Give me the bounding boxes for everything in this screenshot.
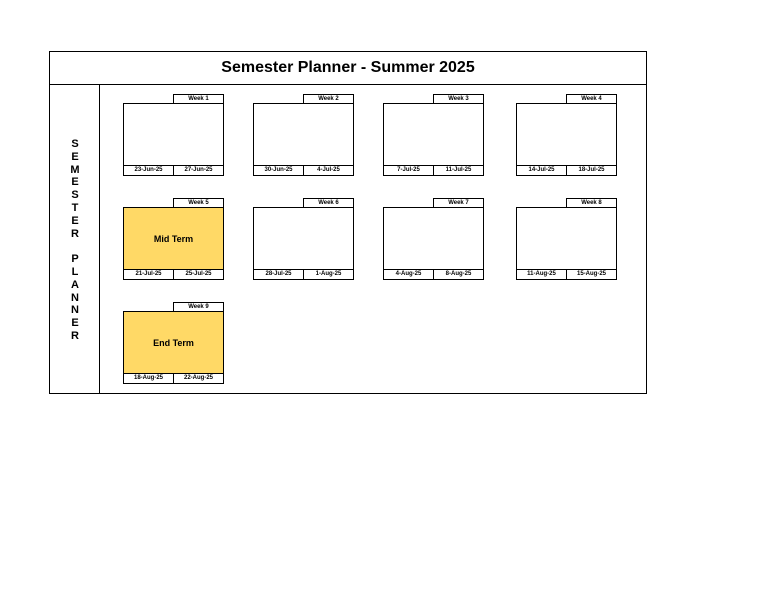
week-notes <box>516 207 617 270</box>
week-start-date: 11-Aug-25 <box>516 269 567 280</box>
week-dates: 30-Jun-25 4-Jul-25 <box>253 165 354 176</box>
week-start-date: 4-Aug-25 <box>383 269 434 280</box>
week-notes <box>253 207 354 270</box>
week-start-date: 21-Jul-25 <box>123 269 174 280</box>
semester-planner: Semester Planner - Summer 2025 S E M E S… <box>49 51 647 394</box>
week-notes <box>383 103 484 166</box>
week-end-date: 1-Aug-25 <box>304 269 354 280</box>
week-end-date: 18-Jul-25 <box>567 165 617 176</box>
week-start-date: 28-Jul-25 <box>253 269 304 280</box>
week-block-5: Week 5 Mid Term 21-Jul-25 25-Jul-25 <box>123 198 224 282</box>
week-start-date: 7-Jul-25 <box>383 165 434 176</box>
week-start-date: 30-Jun-25 <box>253 165 304 176</box>
week-dates: 18-Aug-25 22-Aug-25 <box>123 373 224 384</box>
week-dates: 21-Jul-25 25-Jul-25 <box>123 269 224 280</box>
week-block-6: Week 6 28-Jul-25 1-Aug-25 <box>253 198 354 282</box>
week-dates: 23-Jun-25 27-Jun-25 <box>123 165 224 176</box>
week-start-date: 23-Jun-25 <box>123 165 174 176</box>
week-notes <box>383 207 484 270</box>
week-notes: End Term <box>123 311 224 374</box>
week-dates: 28-Jul-25 1-Aug-25 <box>253 269 354 280</box>
week-end-date: 22-Aug-25 <box>174 373 224 384</box>
week-dates: 11-Aug-25 15-Aug-25 <box>516 269 617 280</box>
week-notes <box>123 103 224 166</box>
week-start-date: 14-Jul-25 <box>516 165 567 176</box>
week-block-3: Week 3 7-Jul-25 11-Jul-25 <box>383 94 484 178</box>
week-notes <box>516 103 617 166</box>
week-end-date: 11-Jul-25 <box>434 165 484 176</box>
week-end-date: 8-Aug-25 <box>434 269 484 280</box>
week-dates: 14-Jul-25 18-Jul-25 <box>516 165 617 176</box>
week-block-8: Week 8 11-Aug-25 15-Aug-25 <box>516 198 617 282</box>
week-end-date: 25-Jul-25 <box>174 269 224 280</box>
week-notes <box>253 103 354 166</box>
week-block-2: Week 2 30-Jun-25 4-Jul-25 <box>253 94 354 178</box>
week-end-date: 4-Jul-25 <box>304 165 354 176</box>
week-block-4: Week 4 14-Jul-25 18-Jul-25 <box>516 94 617 178</box>
planner-title: Semester Planner - Summer 2025 <box>50 52 646 85</box>
week-dates: 4-Aug-25 8-Aug-25 <box>383 269 484 280</box>
week-end-date: 27-Jun-25 <box>174 165 224 176</box>
side-panel: S E M E S T E R P L A N N E R <box>50 85 100 393</box>
week-notes: Mid Term <box>123 207 224 270</box>
week-block-9: Week 9 End Term 18-Aug-25 22-Aug-25 <box>123 302 224 386</box>
week-start-date: 18-Aug-25 <box>123 373 174 384</box>
week-end-date: 15-Aug-25 <box>567 269 617 280</box>
week-block-1: Week 1 23-Jun-25 27-Jun-25 <box>123 94 224 178</box>
week-block-7: Week 7 4-Aug-25 8-Aug-25 <box>383 198 484 282</box>
side-label: S E M E S T E R P L A N N E R <box>70 138 80 342</box>
week-dates: 7-Jul-25 11-Jul-25 <box>383 165 484 176</box>
